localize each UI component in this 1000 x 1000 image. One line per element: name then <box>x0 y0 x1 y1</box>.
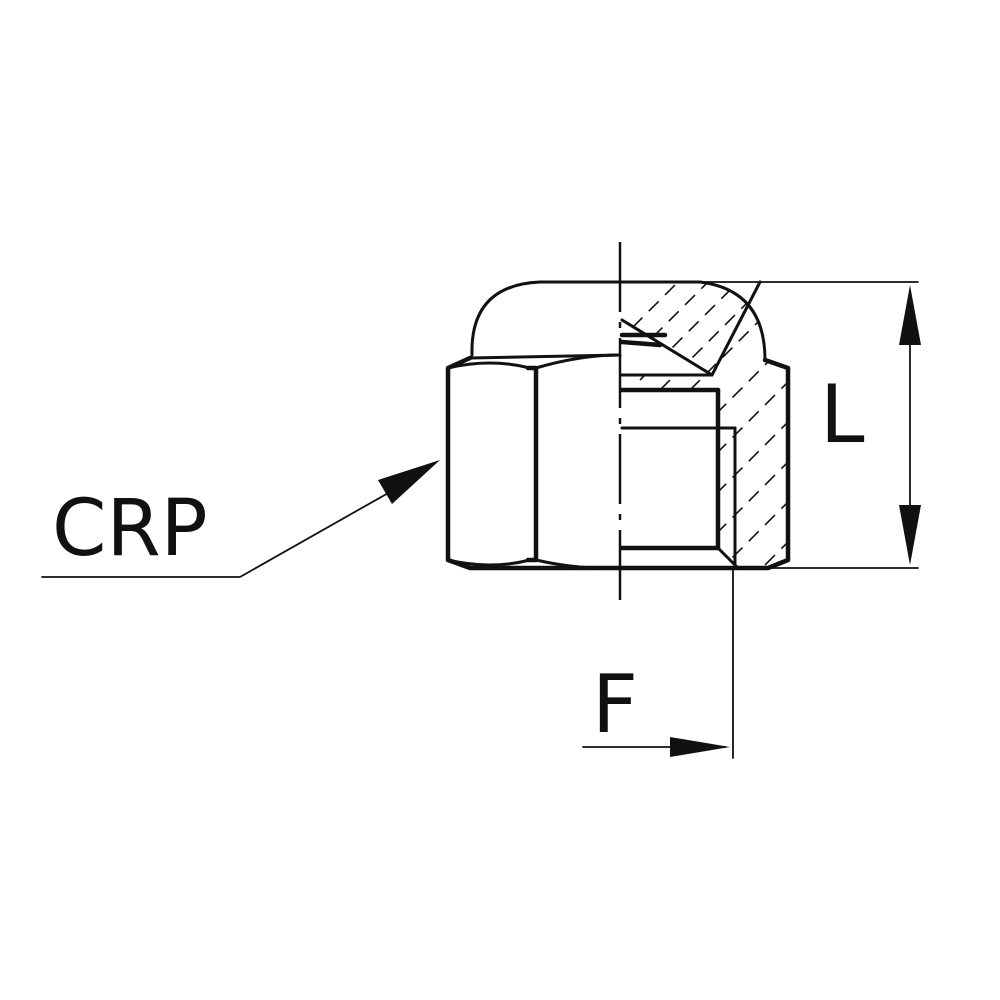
section-hatching <box>620 282 788 568</box>
dimension-f: F <box>582 569 734 759</box>
dimension-l-label: L <box>820 368 865 461</box>
hex-body-outline <box>445 353 791 571</box>
arrow-head-down-icon <box>899 505 921 565</box>
dimension-f-label: F <box>592 658 638 751</box>
dimension-l: L <box>699 281 921 569</box>
arrow-head-up-icon <box>899 285 921 345</box>
leader-arrow-icon <box>378 460 440 504</box>
arrow-head-right-icon <box>670 737 730 757</box>
section-internal-thread <box>619 280 762 570</box>
material-leader: CRP <box>41 460 440 578</box>
dome-outline <box>470 280 767 362</box>
material-label: CRP <box>52 484 208 574</box>
